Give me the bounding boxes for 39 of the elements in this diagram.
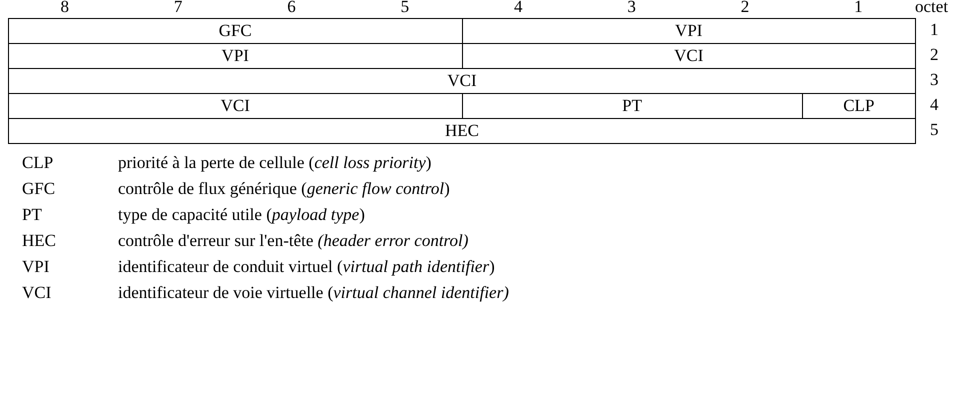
abbreviation: VPI (22, 257, 50, 277)
bit-number: 3 (626, 0, 637, 16)
octet-number: 1 (930, 20, 938, 40)
octet-number: 4 (930, 95, 938, 115)
octet-number: 3 (930, 70, 938, 90)
abbreviation-definition: contrôle de flux générique (generic flow control) (118, 179, 450, 199)
abbreviation-definition: identificateur de voie virtuelle (virtual channel identifier) (118, 283, 509, 303)
octet-number: 2 (930, 45, 938, 65)
abbreviation: HEC (22, 231, 56, 251)
bit-number: 2 (740, 0, 750, 16)
field-name: GFC (218, 21, 252, 41)
bit-number: 5 (400, 0, 410, 16)
bit-number: 1 (853, 0, 864, 16)
field-name: CLP (843, 96, 874, 116)
abbreviation-definition: type de capacité utile (payload type) (118, 205, 365, 225)
abbreviation-definition: contrôle d'erreur sur l'en-tête (header error control) (118, 231, 468, 251)
field-box (8, 118, 916, 144)
field-name: HEC (445, 121, 479, 141)
abbreviation: CLP (22, 153, 54, 173)
abbreviation-definition: identificateur de conduit virtuel (virtual path identifier) (118, 257, 495, 277)
field-box (462, 18, 916, 44)
bit-number: 7 (172, 0, 184, 16)
bit-number: 8 (59, 0, 70, 16)
field-name: VCI (447, 71, 477, 91)
octet-heading: octet (915, 0, 948, 16)
abbreviation: GFC (22, 179, 56, 199)
abbreviation: VCI (22, 283, 52, 303)
abbreviation: PT (22, 205, 42, 225)
field-box (8, 68, 916, 94)
bit-number: 4 (512, 0, 524, 16)
octet-number: 5 (930, 120, 938, 140)
field-name: VCI (674, 46, 704, 66)
field-name: PT (622, 96, 642, 116)
field-name: VPI (222, 46, 249, 66)
field-name: VCI (220, 96, 250, 116)
field-name: VPI (675, 21, 702, 41)
abbreviation-definition: priorité à la perte de cellule (cell loss priority) (118, 153, 432, 173)
bit-number: 6 (286, 0, 297, 16)
field-box (8, 18, 462, 44)
